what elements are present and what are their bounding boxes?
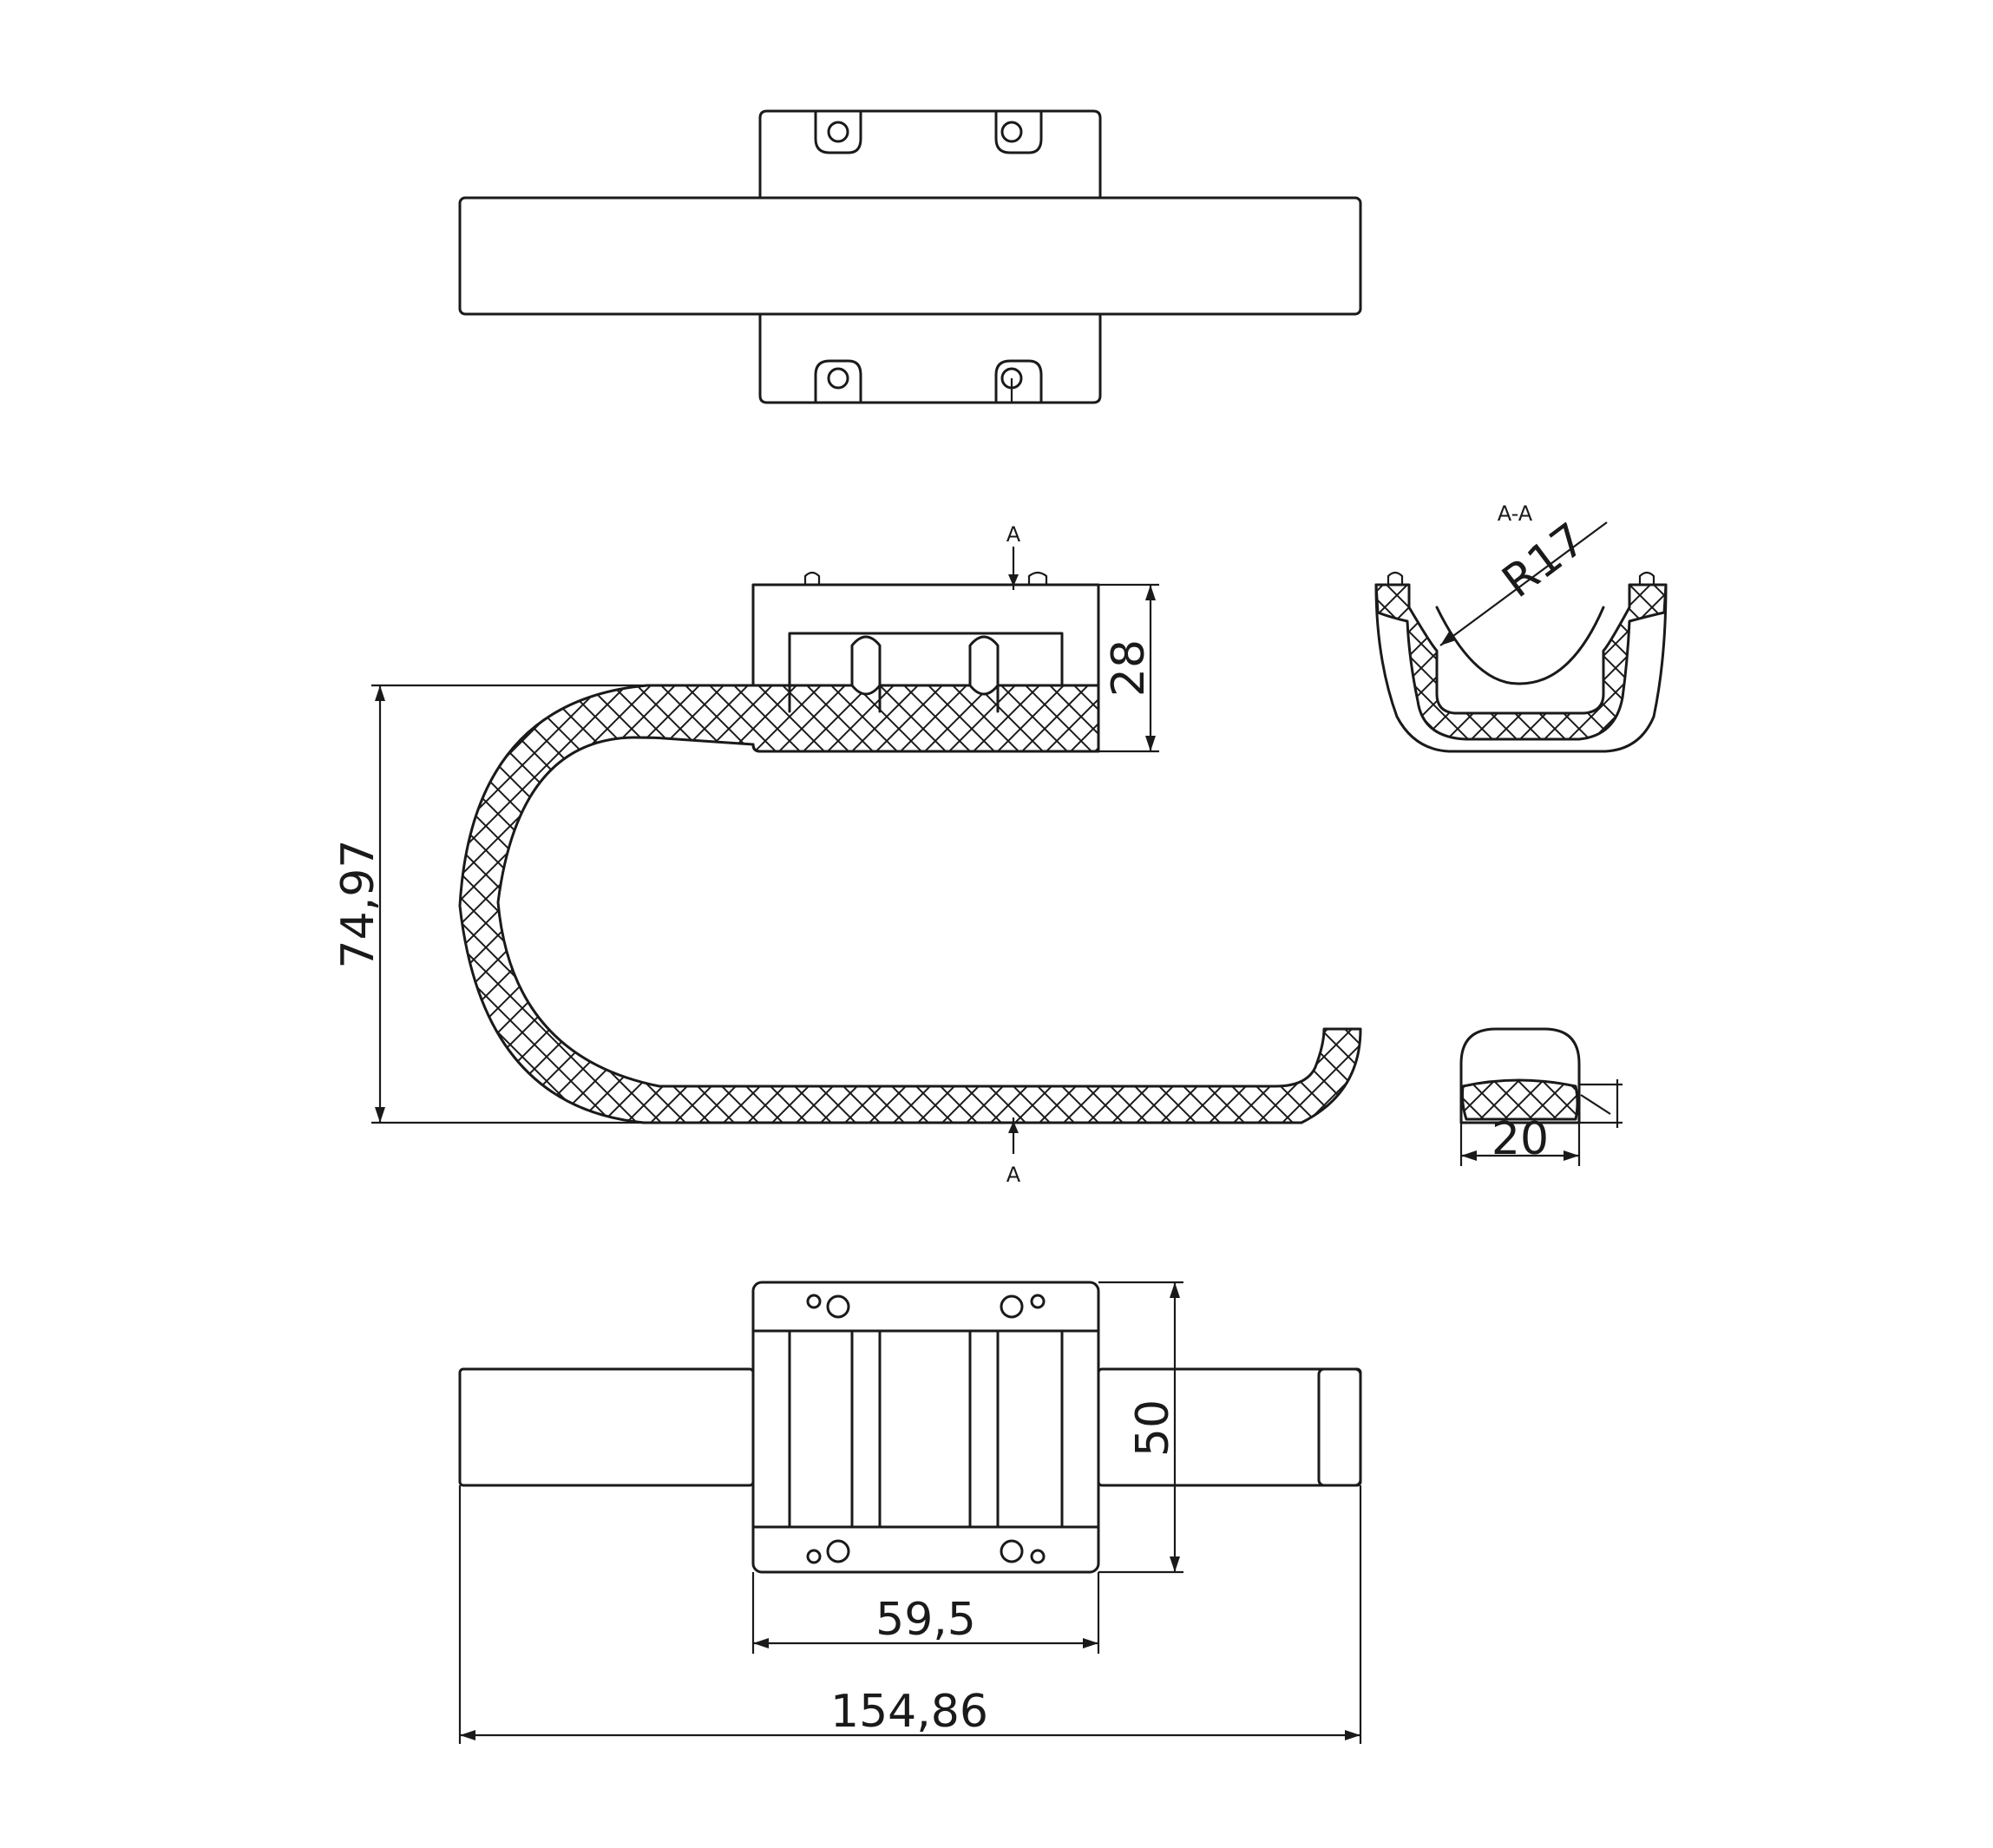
top-view-mount-plate — [758, 109, 1102, 404]
dim-arrow — [1145, 585, 1156, 600]
bottom-hole-large — [826, 1539, 850, 1563]
section-pins — [1387, 571, 1655, 585]
dim-width-total: 154,86 — [830, 1686, 988, 1738]
dim-arrow — [375, 1107, 385, 1123]
top-view-screw-tab — [994, 359, 1043, 404]
radius-arrow — [1440, 632, 1456, 645]
end-profile-view: 20 — [1459, 1027, 1623, 1166]
bottom-view: 50 59,5 154,86 — [458, 1281, 1362, 1744]
dim-arrow — [1170, 1282, 1180, 1298]
end-profile-tick-diagonal — [1580, 1094, 1611, 1115]
bottom-hole-small — [806, 1549, 822, 1564]
section-hatched-profile — [1374, 583, 1668, 741]
bottom-hole-large — [826, 1294, 850, 1319]
front-view-insert — [788, 632, 1064, 713]
section-arrow-bottom — [1008, 1121, 1019, 1133]
dim-width-base: 59,5 — [875, 1594, 976, 1646]
section-marker-top: A — [1006, 522, 1021, 547]
top-view-screw-hole — [827, 121, 849, 143]
dim-arrow — [1564, 1150, 1579, 1161]
bottom-hole-large — [1000, 1539, 1024, 1563]
dim-depth-base: 50 — [1127, 1399, 1179, 1457]
bottom-view-bar-end-cap — [1317, 1367, 1362, 1487]
section-a-a-view: A-A R17 — [1374, 501, 1668, 753]
dim-arrow — [460, 1730, 475, 1740]
section-outer-profile — [1374, 583, 1668, 753]
end-profile-outline — [1459, 1027, 1581, 1124]
bottom-hole-small — [1030, 1294, 1046, 1309]
top-view — [458, 109, 1362, 404]
top-view-screw-tab — [814, 359, 862, 404]
dim-arrow — [375, 685, 385, 701]
bottom-hole-small — [1030, 1549, 1046, 1564]
front-view-mount-pins — [803, 571, 1048, 585]
dim-height-ring: 74,97 — [332, 840, 384, 969]
bottom-view-slots — [788, 1329, 1064, 1529]
dim-arrow — [1083, 1638, 1098, 1648]
section-arrow-top — [1008, 574, 1019, 587]
bottom-hole-large — [1000, 1294, 1024, 1319]
dim-arrow — [1170, 1556, 1180, 1572]
dim-arrow — [1461, 1150, 1477, 1161]
dim-arrow — [1345, 1730, 1360, 1740]
dim-height-base: 28 — [1103, 639, 1155, 697]
section-marker-bottom: A — [1006, 1163, 1021, 1187]
section-title: A-A — [1498, 501, 1533, 526]
front-view-ring-body — [458, 684, 1362, 1124]
top-view-screw-hole — [827, 367, 849, 390]
top-view-screw-hole — [1000, 121, 1023, 143]
radius-leader — [1439, 521, 1608, 646]
end-profile-hatched — [1461, 1078, 1579, 1121]
bottom-hole-small — [806, 1294, 822, 1309]
bottom-view-holes — [806, 1294, 1046, 1564]
dim-profile-width: 20 — [1491, 1113, 1549, 1165]
dim-arrow — [753, 1638, 769, 1648]
top-view-screw-tab — [814, 109, 862, 154]
front-view: A A 74,97 28 — [332, 522, 1362, 1187]
dim-arrow — [1145, 736, 1156, 751]
top-view-screw-tab — [994, 109, 1043, 154]
top-view-bar — [458, 196, 1362, 316]
section-inner-curve — [1435, 606, 1605, 685]
bottom-view-mount-plate — [751, 1281, 1100, 1574]
bottom-view-bar-left — [458, 1367, 755, 1487]
